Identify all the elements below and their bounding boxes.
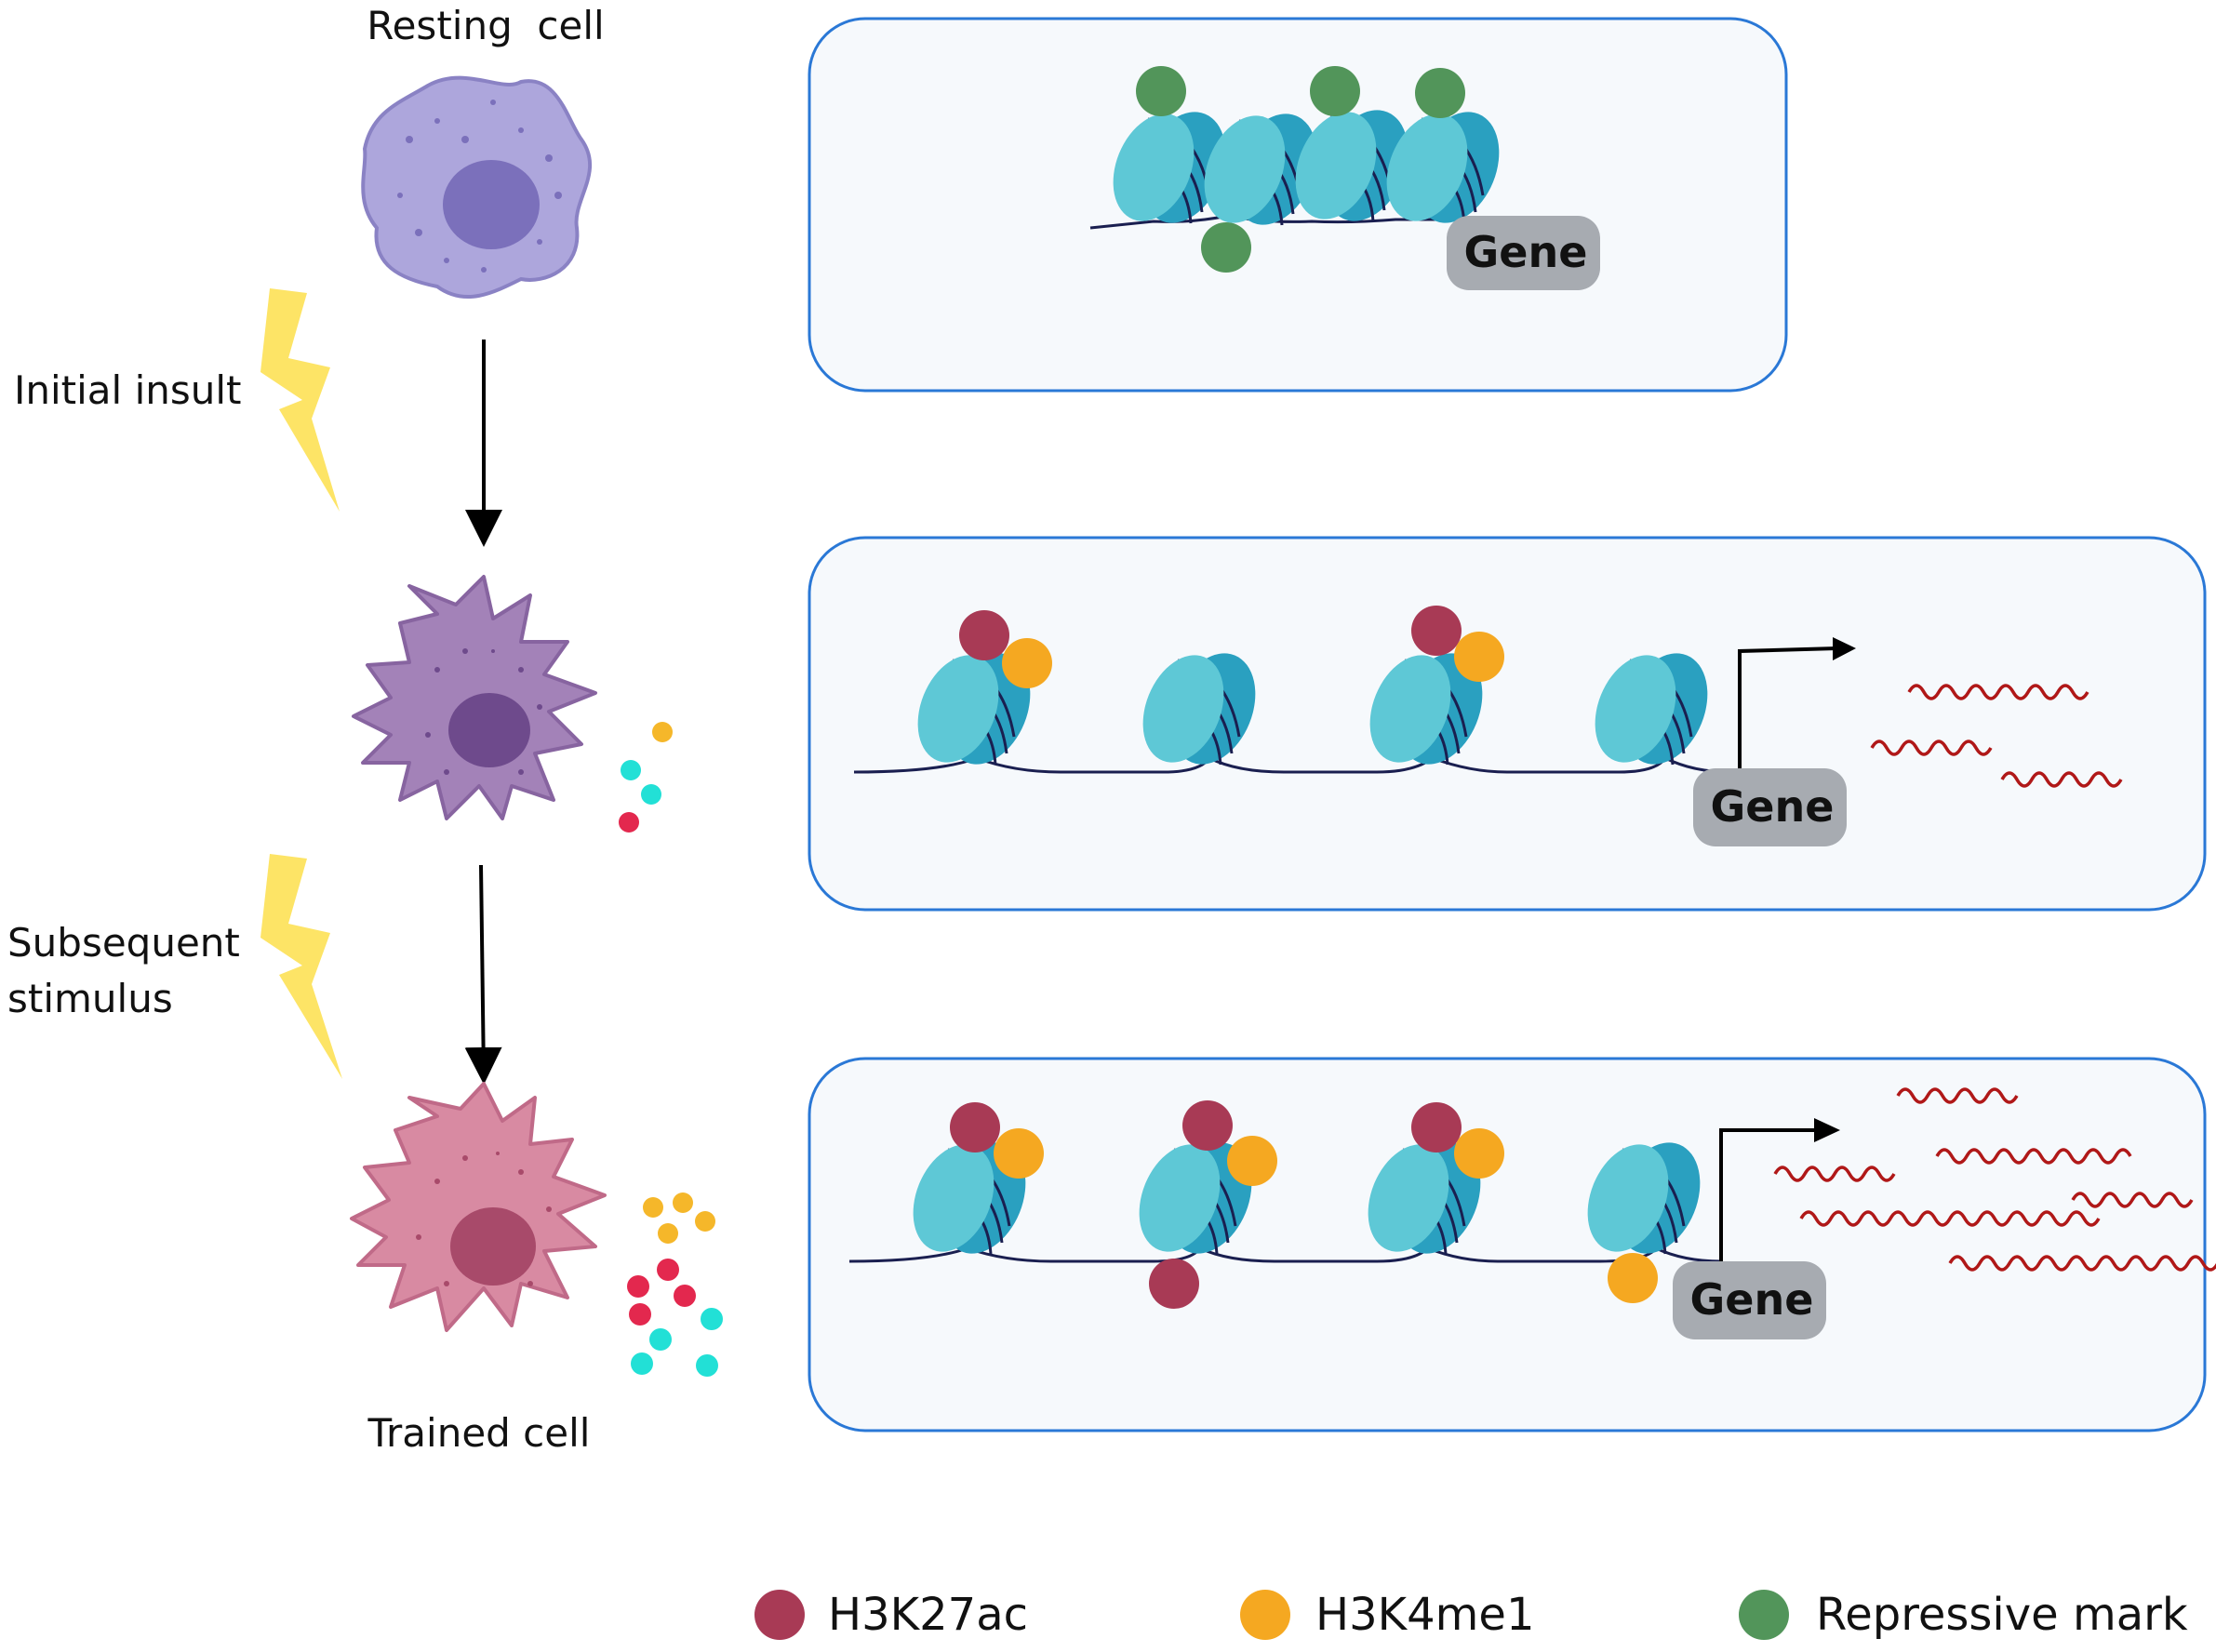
gene-label: Gene: [1464, 227, 1588, 277]
legend-label-h3k4me1: H3K4me1: [1315, 1589, 1534, 1641]
repressive-mark: [1136, 66, 1186, 116]
h3k27ac-mark: [1411, 1102, 1462, 1152]
gene-box: [1673, 1261, 1826, 1339]
legend-swatch-h3k4me1: [1240, 1590, 1290, 1640]
cytokines-trained: [627, 1192, 723, 1377]
subsequent-stimulus-label-line2: stimulus: [7, 976, 173, 1021]
panel-trained: Gene: [808, 1057, 2216, 1432]
cytokines: [619, 722, 673, 833]
subsequent-stimulus-label: Subsequent: [7, 920, 240, 966]
legend-label-h3k27ac: H3K27ac: [828, 1589, 1028, 1641]
h3k27ac-mark: [1182, 1100, 1233, 1151]
panel-repressed: Gene: [808, 17, 1788, 393]
h3k27ac-mark: [950, 1102, 1000, 1152]
h3k4me1-mark: [1002, 638, 1052, 688]
h3k27ac-mark: [959, 610, 1009, 660]
arrow-down-2: [464, 864, 502, 1085]
legend-swatch-h3k27ac: [754, 1590, 805, 1640]
mrna-transcripts: [1773, 1087, 2216, 1272]
gene-label: Gene: [1711, 781, 1835, 832]
h3k27ac-mark: [1149, 1259, 1199, 1309]
initial-insult-label: Initial insult: [14, 367, 242, 413]
transcription-arrow: [1738, 646, 1838, 772]
activated-cell: [352, 575, 597, 820]
gene-box: [1693, 768, 1847, 846]
mrna-transcripts: [1870, 684, 2123, 788]
trained-cell-label: Trained cell: [367, 1410, 591, 1456]
repressive-mark: [1415, 68, 1465, 118]
h3k4me1-mark: [1227, 1136, 1277, 1186]
resting-cell: [361, 75, 593, 300]
gene-label: Gene: [1690, 1274, 1814, 1325]
trained-cell: [350, 1082, 607, 1332]
h3k4me1-mark: [1608, 1253, 1658, 1303]
h3k4me1-mark: [994, 1128, 1044, 1179]
h3k27ac-mark: [1411, 606, 1462, 656]
panel-active: Gene: [808, 536, 2207, 912]
repressive-mark: [1310, 66, 1360, 116]
lightning-icon: [260, 854, 342, 1079]
h3k4me1-mark: [1454, 632, 1504, 682]
repressive-mark: [1201, 222, 1251, 273]
transcription-arrow: [1719, 1128, 1819, 1261]
gene-box: [1447, 216, 1600, 290]
legend-label-repressive-mark: Repressive mark: [1816, 1589, 2188, 1641]
h3k4me1-mark: [1454, 1128, 1504, 1179]
legend: H3K27ac H3K4me1 Repressive mark: [754, 1589, 2188, 1641]
resting-cell-label: Resting cell: [367, 3, 604, 48]
lightning-icon: [260, 288, 340, 512]
legend-swatch-repressive-mark: [1739, 1590, 1789, 1640]
